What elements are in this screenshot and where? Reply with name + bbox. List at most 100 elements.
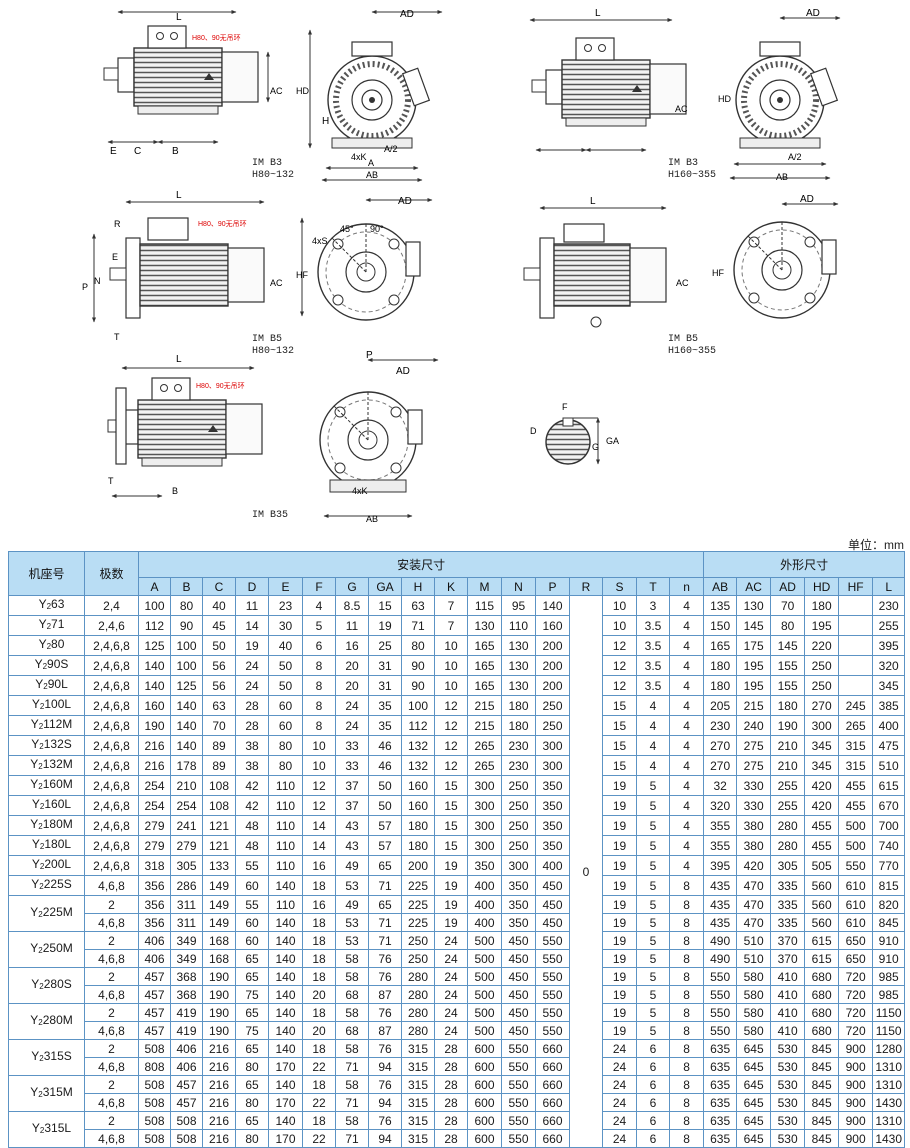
cell-ga: 71 (368, 913, 402, 932)
dim-label-f: F (562, 402, 568, 412)
cell-ac: 580 (736, 967, 772, 986)
cell-d: 65 (235, 967, 269, 986)
no-eyebolt-note-2: H80、90无吊环 (198, 220, 247, 228)
frame-prefix: Y (30, 1085, 39, 1099)
cell-c: 45 (202, 615, 236, 636)
header-col-s: S (602, 577, 637, 596)
cell-l: 475 (872, 735, 906, 756)
cell-d: 60 (235, 931, 269, 950)
poles-cell: 4,6,8 (84, 913, 139, 932)
cell-t: 5 (636, 985, 670, 1004)
cell-g: 58 (335, 1003, 369, 1022)
frame-cell: Y2315L (8, 1111, 85, 1148)
cell-g: 16 (335, 635, 369, 656)
cell-ga: 76 (368, 1111, 402, 1130)
cell-n: 550 (501, 1129, 536, 1148)
cell-t: 4 (636, 735, 670, 756)
cell-n: 8 (668, 875, 705, 896)
cell-ad: 530 (770, 1075, 806, 1094)
cell-a: 140 (138, 675, 171, 696)
cell-ab: 635 (703, 1111, 738, 1130)
cell-b: 140 (170, 715, 203, 736)
cell-n: 8 (668, 967, 705, 986)
cell-d: 65 (235, 1039, 269, 1058)
cell-ab: 270 (703, 735, 738, 756)
cell-d: 75 (235, 985, 269, 1004)
cell-n: 180 (501, 695, 536, 716)
dim-label-hf-2: HF (712, 268, 724, 278)
frame-subscript: 2 (38, 762, 43, 771)
cell-e: 110 (268, 855, 303, 876)
cell-e: 140 (268, 967, 303, 986)
cell-n: 4 (668, 635, 705, 656)
frame-cell: Y2280M (8, 1003, 85, 1040)
frame-subscript: 2 (39, 802, 45, 811)
cell-d: 55 (235, 895, 269, 914)
cell-l: 1150 (872, 1021, 906, 1040)
frame-prefix: Y (38, 597, 47, 611)
drawing-b5-small-end (300, 198, 433, 321)
header-col-ab: AB (703, 577, 738, 596)
cell-h: 225 (401, 875, 435, 896)
cell-k: 28 (434, 1057, 468, 1076)
cell-m: 115 (467, 595, 502, 616)
cell-f: 6 (302, 635, 336, 656)
header-col-m: M (467, 577, 502, 596)
cell-a: 356 (138, 913, 171, 932)
cell-c: 216 (202, 1111, 236, 1130)
cell-s: 19 (602, 795, 637, 816)
cell-k: 24 (434, 985, 468, 1004)
cell-h: 90 (401, 655, 435, 676)
cell-s: 10 (602, 595, 637, 616)
cell-d: 65 (235, 1111, 269, 1130)
cell-h: 315 (401, 1057, 435, 1076)
frame-prefix: Y (31, 977, 40, 991)
cell-m: 215 (467, 695, 502, 716)
cell-ga: 46 (368, 755, 402, 776)
cell-n: 110 (501, 615, 536, 636)
cell-g: 37 (335, 775, 369, 796)
cell-ac: 645 (736, 1039, 772, 1058)
cell-ac: 645 (736, 1111, 772, 1130)
cell-ab: 435 (703, 913, 738, 932)
poles-cell: 2,4,6,8 (84, 675, 139, 696)
cell-l: 700 (872, 815, 906, 836)
cell-g: 8.5 (335, 595, 369, 616)
cell-n: 350 (501, 913, 536, 932)
cell-hd: 345 (804, 735, 840, 756)
frame-prefix: Y (34, 657, 43, 671)
cell-l: 1280 (872, 1039, 906, 1058)
cell-h: 225 (401, 913, 435, 932)
cell-b: 406 (170, 1057, 203, 1076)
cell-p: 200 (535, 675, 570, 696)
cell-m: 600 (467, 1111, 502, 1130)
cell-hf (838, 595, 874, 616)
cell-p: 250 (535, 715, 570, 736)
cell-s: 19 (602, 1021, 637, 1040)
cell-c: 133 (202, 855, 236, 876)
cell-ad: 155 (770, 675, 806, 696)
cell-n: 8 (668, 1039, 705, 1058)
cell-g: 53 (335, 931, 369, 950)
cell-e: 140 (268, 1075, 303, 1094)
cell-k: 28 (434, 1039, 468, 1058)
cell-f: 10 (302, 735, 336, 756)
cell-n: 250 (501, 815, 536, 836)
cell-t: 4 (636, 695, 670, 716)
cell-n: 250 (501, 795, 536, 816)
caption-mount: IM B5 (668, 334, 699, 345)
cell-f: 18 (302, 1039, 336, 1058)
cell-s: 19 (602, 835, 637, 856)
cell-a: 508 (138, 1093, 171, 1112)
cell-p: 250 (535, 695, 570, 716)
drawing-b3-small-side (103, 10, 270, 144)
